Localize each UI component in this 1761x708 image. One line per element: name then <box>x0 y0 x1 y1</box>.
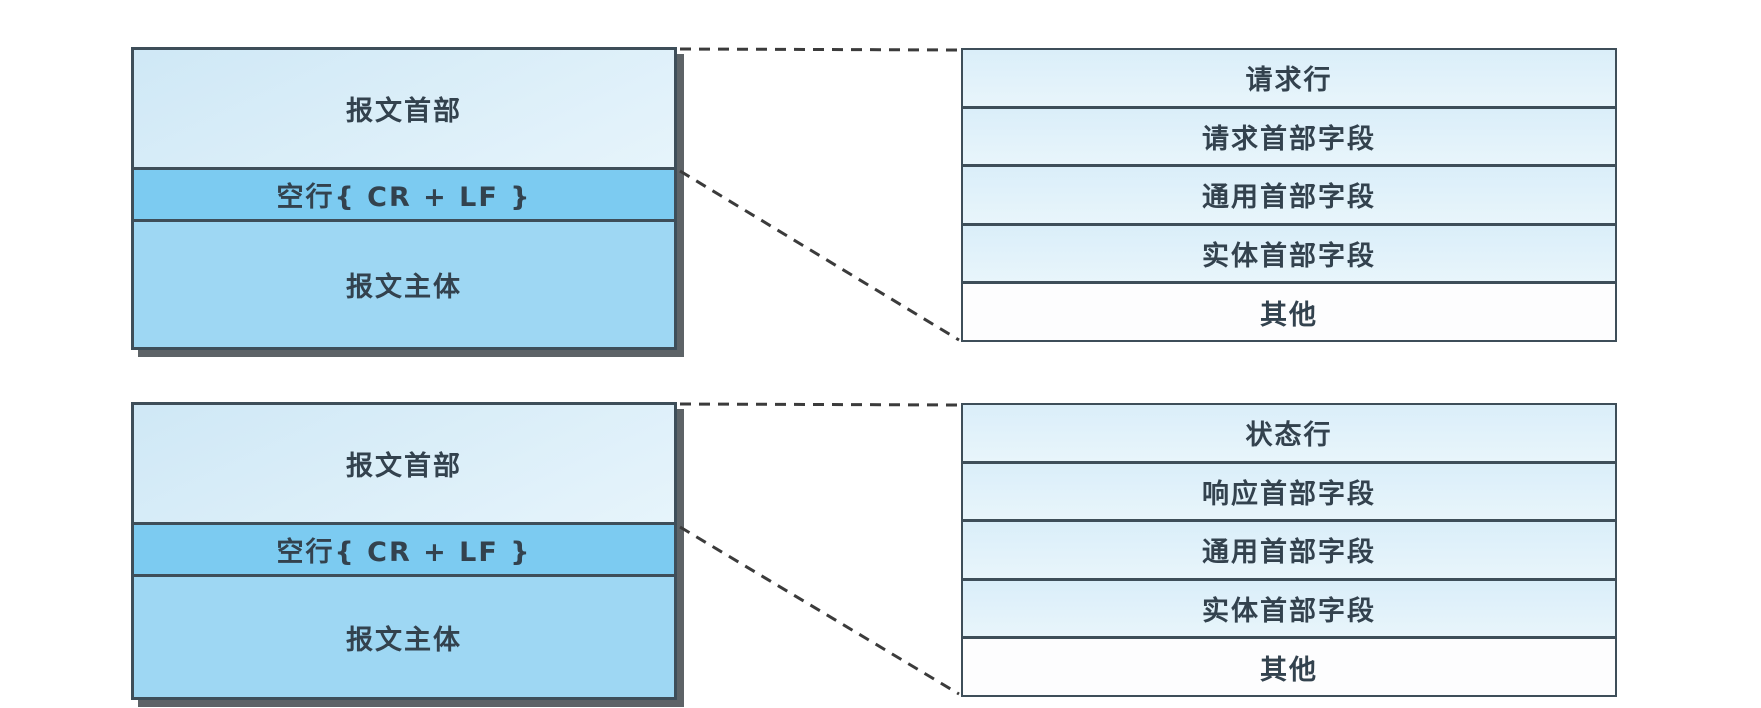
response-projection-bottom-line <box>679 525 960 696</box>
response-header-fields-row: 响应首部字段 <box>963 463 1615 523</box>
status-line-label: 状态行 <box>1245 420 1333 452</box>
request-projection-top-line <box>679 47 960 52</box>
request-message-body-label: 报文主体 <box>346 272 462 303</box>
response-header-detail-box: 状态行 响应首部字段 通用首部字段 实体首部字段 其他 <box>961 403 1617 697</box>
request-general-header-fields-row: 通用首部字段 <box>963 167 1615 226</box>
request-projection-bottom-line <box>679 169 960 342</box>
status-line-row: 状态行 <box>963 405 1615 464</box>
request-other-label: 其他 <box>1260 299 1318 331</box>
request-message-body-section: 报文主体 <box>134 222 674 347</box>
request-line-label: 请求行 <box>1245 65 1333 97</box>
response-blank-line-section: 空行{ CR + LF } <box>134 522 674 577</box>
response-blank-line-label: 空行{ CR + LF } <box>276 537 532 568</box>
request-message-header-label: 报文首部 <box>346 96 462 127</box>
request-blank-line-label: 空行{ CR + LF } <box>276 182 532 213</box>
request-other-row: 其他 <box>963 284 1615 340</box>
request-entity-header-fields-row: 实体首部字段 <box>963 225 1615 285</box>
request-general-header-fields-label: 通用首部字段 <box>1202 182 1376 214</box>
request-blank-line-section: 空行{ CR + LF } <box>134 167 674 222</box>
response-other-row: 其他 <box>963 639 1615 695</box>
response-entity-header-fields-label: 实体首部字段 <box>1202 596 1376 628</box>
response-other-label: 其他 <box>1260 654 1318 686</box>
response-message-header-label: 报文首部 <box>346 451 462 482</box>
request-line-row: 请求行 <box>963 50 1615 109</box>
request-header-fields-row: 请求首部字段 <box>963 108 1615 168</box>
request-message-header-section: 报文首部 <box>134 50 674 167</box>
response-message-body-section: 报文主体 <box>134 577 674 697</box>
request-header-detail-box: 请求行 请求首部字段 通用首部字段 实体首部字段 其他 <box>961 48 1617 342</box>
response-header-fields-label: 响应首部字段 <box>1202 478 1376 510</box>
response-message-header-section: 报文首部 <box>134 405 674 522</box>
response-general-header-fields-label: 通用首部字段 <box>1202 537 1376 569</box>
response-message-body-label: 报文主体 <box>346 624 462 656</box>
response-entity-header-fields-row: 实体首部字段 <box>963 580 1615 640</box>
request-header-fields-label: 请求首部字段 <box>1202 123 1376 155</box>
response-projection-top-line <box>679 402 960 407</box>
request-message-box: 报文首部 空行{ CR + LF } 报文主体 <box>131 47 677 350</box>
response-message-box: 报文首部 空行{ CR + LF } 报文主体 <box>131 402 677 700</box>
request-entity-header-fields-label: 实体首部字段 <box>1202 241 1376 273</box>
response-general-header-fields-row: 通用首部字段 <box>963 522 1615 581</box>
